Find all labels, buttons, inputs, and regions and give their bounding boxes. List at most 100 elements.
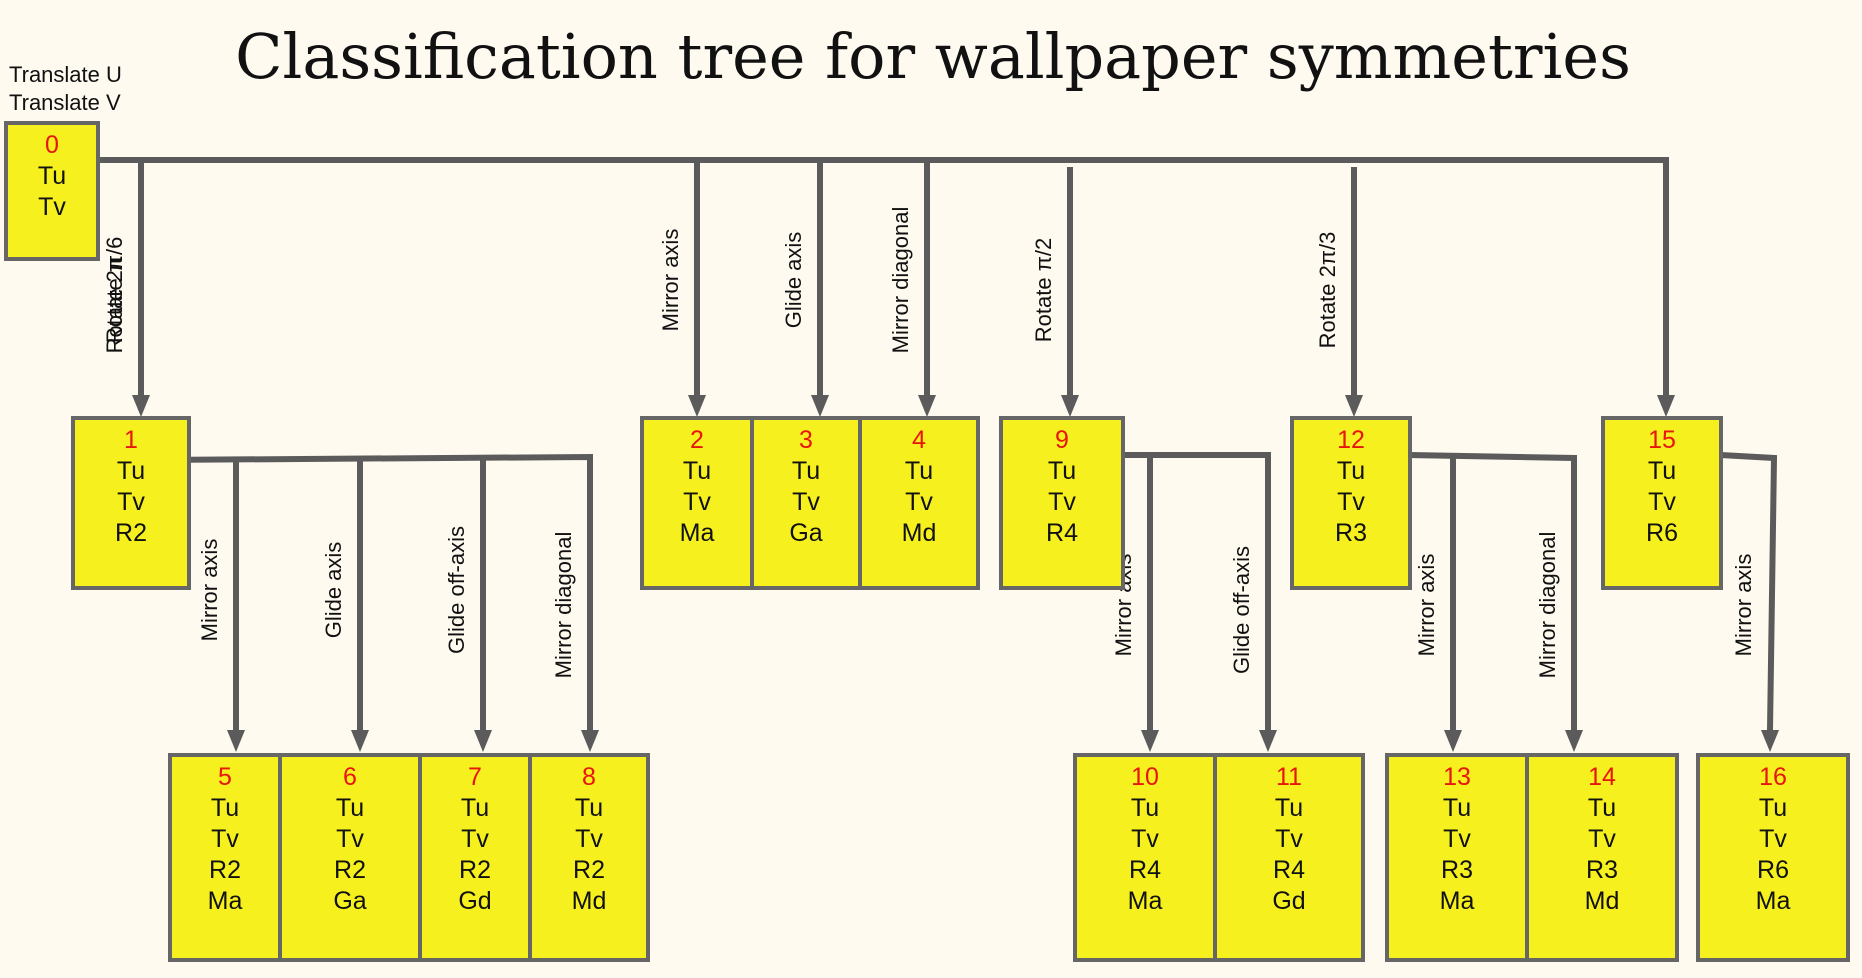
- node-symmetry-line: Tv: [336, 825, 364, 853]
- node-symmetry-line: Tu: [1648, 457, 1676, 485]
- node-symmetry-line: R4: [1046, 519, 1078, 547]
- node-box: [750, 416, 862, 590]
- node-number: 15: [1648, 426, 1676, 454]
- node-symmetry-line: Md: [1585, 887, 1620, 915]
- edge-0-to-1: Rotate π: [102, 157, 150, 417]
- arrowhead: [1444, 730, 1462, 752]
- edge-label: Mirror diagonal: [888, 207, 913, 354]
- node-box: [528, 753, 650, 962]
- edge-label: Glide off-axis: [444, 526, 469, 654]
- edge-line: [1717, 451, 1778, 734]
- node-symmetry-line: Ga: [789, 519, 822, 547]
- edge-0-to-4: Mirror diagonal: [888, 157, 936, 417]
- node-symmetry-line: R2: [573, 856, 605, 884]
- node-box: [1213, 753, 1365, 962]
- edge-0-to-9: Rotate π/2: [1031, 167, 1079, 417]
- node-symmetry-line: Tv: [1648, 488, 1676, 516]
- node-symmetry-line: Tv: [1131, 825, 1159, 853]
- edge-line: [95, 157, 1669, 398]
- node-symmetry-line: Ma: [1440, 887, 1475, 915]
- node-number: 9: [1055, 426, 1069, 454]
- arrowhead: [581, 730, 599, 752]
- node-number: 1: [124, 426, 138, 454]
- node-symmetry-line: Tv: [1048, 488, 1076, 516]
- node-symmetry-line: Tu: [461, 794, 489, 822]
- node-symmetry-line: R2: [459, 856, 491, 884]
- node-symmetry-line: R2: [115, 519, 147, 547]
- node-number: 2: [690, 426, 704, 454]
- node-number: 5: [218, 763, 232, 791]
- node-symmetry-line: Tv: [1443, 825, 1471, 853]
- edge-label: Glide axis: [781, 232, 806, 329]
- edge-label: Glide axis: [321, 542, 346, 639]
- node-symmetry-line: Tv: [38, 193, 66, 221]
- nodes-layer: 0TuTv1TuTvR22TuTvMa3TuTvGa4TuTvMd9TuTvR4…: [4, 121, 1850, 962]
- node-symmetry-line: Tu: [792, 457, 820, 485]
- node-symmetry-line: Tu: [336, 794, 364, 822]
- node-box: [1385, 753, 1529, 962]
- arrowhead: [227, 730, 245, 752]
- node-symmetry-line: Tu: [38, 162, 66, 190]
- edge-line: [1406, 451, 1577, 733]
- node-box: [278, 753, 422, 962]
- arrowhead: [811, 395, 829, 417]
- node-number: 0: [45, 131, 59, 159]
- edge-12-to-14: Mirror diagonal: [1406, 451, 1583, 752]
- arrowhead: [1657, 395, 1675, 417]
- node-symmetry-line: R3: [1335, 519, 1367, 547]
- arrowhead: [1565, 730, 1583, 752]
- arrowhead: [132, 395, 150, 417]
- arrowhead: [1141, 730, 1159, 752]
- node-symmetry-line: Ma: [1756, 887, 1791, 915]
- edge-label: Rotate π/2: [1031, 238, 1056, 342]
- node-symmetry-line: Tu: [1443, 794, 1471, 822]
- edge-label: Mirror axis: [197, 539, 222, 642]
- node-number: 10: [1131, 763, 1159, 791]
- node-symmetry-line: Tv: [683, 488, 711, 516]
- node-symmetry-line: Tu: [1048, 457, 1076, 485]
- node-symmetry-line: Tv: [1759, 825, 1787, 853]
- node-number: 3: [799, 426, 813, 454]
- node-symmetry-line: Tu: [683, 457, 711, 485]
- node-number: 8: [582, 763, 596, 791]
- edge-label: Mirror axis: [1731, 554, 1756, 657]
- edge-1-to-5: Mirror axis: [197, 459, 245, 752]
- node-number: 12: [1337, 426, 1365, 454]
- node-symmetry-line: Tv: [1337, 488, 1365, 516]
- arrowhead: [688, 395, 706, 417]
- node-symmetry-line: Tu: [1588, 794, 1616, 822]
- edge-label: Glide off-axis: [1229, 546, 1254, 674]
- node-symmetry-line: R6: [1646, 519, 1678, 547]
- node-box: [418, 753, 532, 962]
- edge-label: Mirror axis: [1414, 554, 1439, 657]
- node-symmetry-line: Ma: [1128, 887, 1163, 915]
- edge-12-to-13: Mirror axis: [1414, 455, 1462, 752]
- top-note-translate-u: Translate U: [9, 62, 122, 87]
- node-symmetry-line: Tv: [792, 488, 820, 516]
- edge-line: [151, 453, 593, 733]
- node-box: [999, 416, 1125, 590]
- node-symmetry-line: Ga: [333, 887, 366, 915]
- node-box: [858, 416, 980, 590]
- edge-label: Mirror axis: [658, 229, 683, 332]
- arrowhead: [351, 730, 369, 752]
- node-box: [168, 753, 282, 962]
- arrowhead: [918, 395, 936, 417]
- diagram-title: Classification tree for wallpaper symmet…: [235, 20, 1631, 93]
- edge-label: Mirror diagonal: [551, 532, 576, 679]
- top-note-translate-v: Translate V: [9, 90, 121, 115]
- node-symmetry-line: R4: [1273, 856, 1305, 884]
- edge-line: [1120, 452, 1271, 733]
- node-number: 11: [1276, 763, 1302, 791]
- node-symmetry-line: Tu: [1337, 457, 1365, 485]
